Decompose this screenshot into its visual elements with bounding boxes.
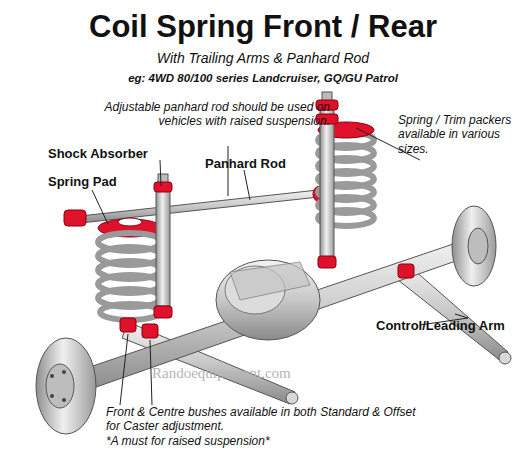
bush-note: *A must for raised suspension*: [106, 434, 426, 448]
example-note: eg: 4WD 80/100 series Landcruiser, GQ/GU…: [0, 72, 526, 86]
watermark: Randoequipement.com: [152, 364, 392, 382]
bush: [398, 264, 414, 278]
bush: [120, 318, 136, 332]
callout-note: Spring / Trim packers available in vario…: [398, 113, 516, 156]
part-label: Shock Absorber: [48, 146, 188, 162]
bush: [142, 324, 158, 338]
control-arm: [398, 262, 511, 364]
brake-disc: [452, 206, 496, 286]
bush-note: Front & Centre bushes available in both …: [106, 405, 426, 434]
axle-housing: [75, 240, 470, 392]
part-label: Panhard Rod: [205, 156, 325, 172]
panhard-rod: [64, 186, 327, 226]
callout-note: Adjustable panhard rod should be used on…: [90, 100, 330, 129]
brake-disc: [36, 338, 96, 434]
part-label: Spring Pad: [48, 174, 158, 190]
diagram-title: Coil Spring Front / Rear: [0, 8, 526, 45]
leader-line: [92, 128, 468, 405]
part-label: Control/Leading Arm: [376, 318, 526, 334]
subtitle: With Trailing Arms & Panhard Rod: [0, 50, 526, 67]
shock-absorber: [154, 174, 172, 318]
coil-spring: [98, 218, 162, 320]
